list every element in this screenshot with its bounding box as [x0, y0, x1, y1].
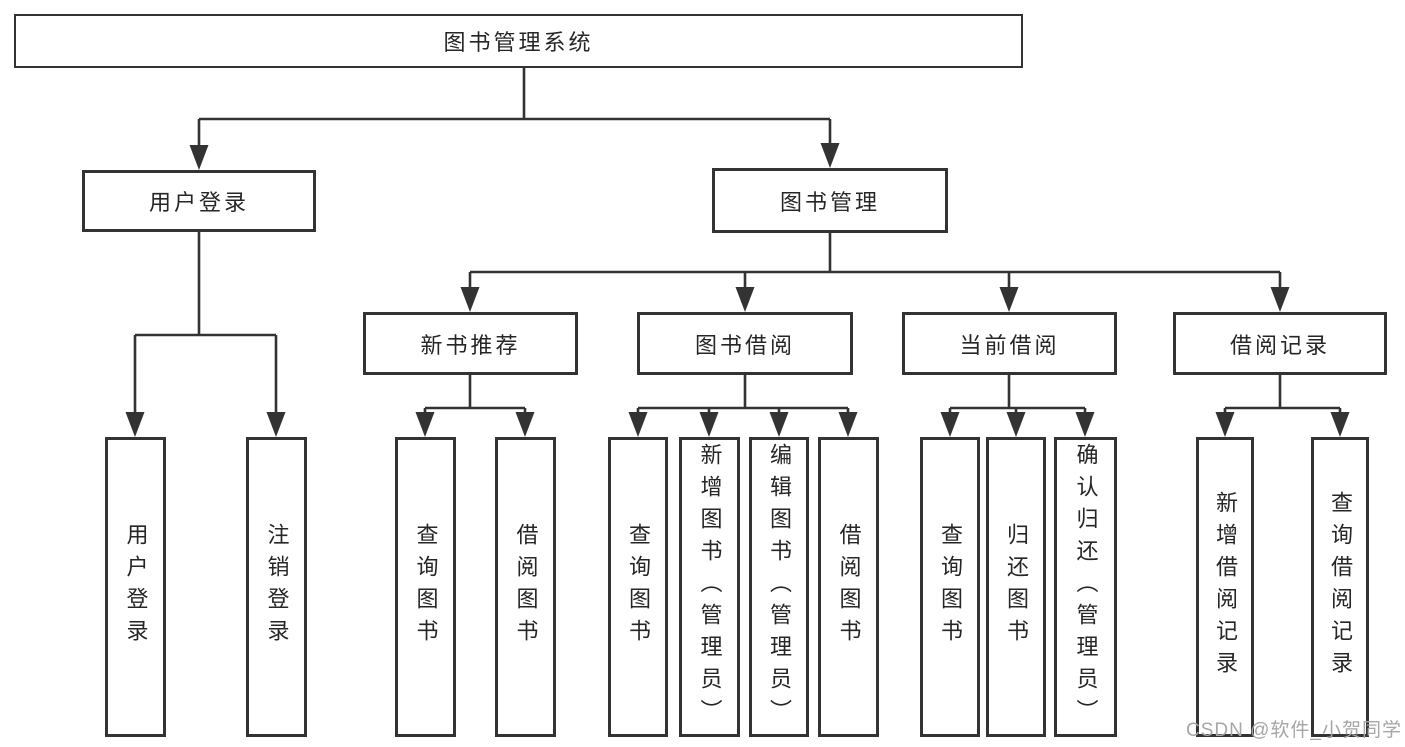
node-new-book-recommend-label: 新书推荐	[420, 332, 521, 358]
leaf-query-borrow-record-label: 查询借阅记录	[1328, 491, 1353, 683]
leaf-edit-book-admin-label: 编辑图书（管理员）	[767, 443, 792, 731]
node-current-borrowing: 当前借阅	[902, 312, 1117, 375]
leaf-confirm-return-admin: 确认归还（管理员）	[1054, 437, 1117, 737]
leaf-borrow-book-label: 借阅图书	[836, 523, 862, 651]
leaf-confirm-return-admin-label: 确认归还（管理员）	[1073, 443, 1099, 731]
leaf-recommend-borrow-book-label: 借阅图书	[513, 523, 539, 651]
leaf-user-login-label: 用户登录	[123, 523, 149, 651]
leaf-return-book-label: 归还图书	[1004, 523, 1029, 651]
node-user-login-label: 用户登录	[148, 190, 249, 215]
leaf-logout: 注销登录	[246, 437, 307, 737]
node-book-management: 图书管理	[712, 168, 948, 233]
node-borrowing-records: 借阅记录	[1173, 312, 1387, 375]
leaf-edit-book-admin: 编辑图书（管理员）	[749, 437, 809, 737]
node-library-management-system-label: 图书管理系统	[443, 30, 594, 55]
node-book-borrowing-label: 图书借阅	[694, 332, 795, 358]
leaf-borrow-query-book-label: 查询图书	[626, 523, 651, 651]
leaf-return-book: 归还图书	[986, 437, 1046, 737]
node-book-borrowing: 图书借阅	[637, 312, 853, 375]
leaf-recommend-query-book: 查询图书	[395, 437, 456, 737]
leaf-borrow-book: 借阅图书	[818, 437, 879, 737]
leaf-query-borrow-record: 查询借阅记录	[1311, 437, 1369, 737]
node-borrowing-records-label: 借阅记录	[1229, 332, 1330, 358]
leaf-add-book-admin-label: 新增图书（管理员）	[697, 443, 723, 731]
leaf-current-query-book: 查询图书	[920, 437, 980, 737]
node-current-borrowing-label: 当前借阅	[959, 332, 1060, 358]
node-book-management-label: 图书管理	[779, 189, 880, 215]
leaf-borrow-query-book: 查询图书	[608, 437, 668, 737]
leaf-add-book-admin: 新增图书（管理员）	[679, 437, 740, 737]
watermark: CSDN @软件_小贺同学	[1186, 720, 1402, 741]
leaf-user-login: 用户登录	[105, 437, 166, 737]
leaf-recommend-borrow-book: 借阅图书	[495, 437, 556, 737]
leaf-current-query-book-label: 查询图书	[938, 523, 963, 651]
leaf-add-borrow-record: 新增借阅记录	[1196, 437, 1254, 737]
leaf-recommend-query-book-label: 查询图书	[413, 523, 439, 651]
arrowheads	[125, 143, 1350, 437]
node-user-login: 用户登录	[82, 170, 316, 232]
node-new-book-recommend: 新书推荐	[363, 312, 578, 375]
leaf-logout-label: 注销登录	[264, 523, 290, 651]
node-library-management-system: 图书管理系统	[14, 14, 1023, 68]
leaf-add-borrow-record-label: 新增借阅记录	[1213, 491, 1238, 683]
